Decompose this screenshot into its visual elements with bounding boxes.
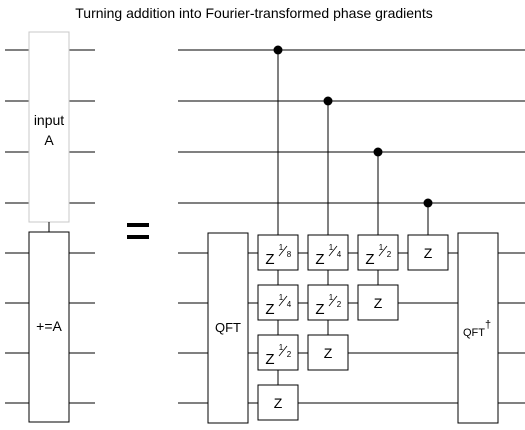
control-dot-4 [423, 198, 433, 208]
control-lines [277, 50, 429, 385]
svg-text:Z: Z [315, 251, 324, 268]
svg-text:1: 1 [279, 293, 284, 302]
svg-text:4: 4 [337, 250, 342, 259]
control-dot-2 [323, 96, 333, 106]
diagram-title: Turning addition into Fourier-transforme… [75, 5, 433, 21]
svg-text:4: 4 [287, 300, 292, 309]
svg-text:2: 2 [337, 300, 342, 309]
qft-label: QFT [215, 320, 241, 335]
control-dots [273, 45, 433, 208]
gate-z-col2: Z [307, 334, 349, 371]
gate-z-col4: Z [407, 234, 449, 271]
control-dot-1 [273, 45, 283, 55]
svg-text:Z: Z [274, 395, 283, 411]
dagger-symbol: † [485, 319, 491, 331]
svg-text:1: 1 [279, 343, 284, 352]
svg-text:Z: Z [315, 301, 324, 318]
adder-box [28, 231, 70, 423]
svg-text:1: 1 [279, 243, 284, 252]
gate-z-pow-1-2-col3: Z 1 2 [357, 234, 399, 271]
svg-text:2: 2 [387, 250, 392, 259]
gate-z-pow-1-2-col1: Z 1 2 [257, 334, 299, 371]
input-a-label-line1: input [34, 112, 64, 128]
qft-dagger-label: QFT [463, 327, 485, 339]
svg-text:1: 1 [329, 293, 334, 302]
equals-sign [127, 223, 149, 239]
qft-dagger-box [457, 232, 499, 424]
svg-text:Z: Z [365, 251, 374, 268]
svg-text:Z: Z [324, 345, 333, 361]
gate-z-pow-1-2-col2: Z 1 2 [307, 284, 349, 321]
svg-text:1: 1 [379, 243, 384, 252]
qft-box [207, 232, 249, 424]
svg-text:1: 1 [329, 243, 334, 252]
control-dot-3 [373, 147, 383, 157]
svg-text:Z: Z [424, 245, 433, 261]
svg-text:Z: Z [265, 351, 274, 368]
gate-z-col3: Z [357, 284, 399, 321]
gate-z-pow-1-8: Z 1 8 [257, 234, 299, 271]
input-a-label-line2: A [44, 132, 54, 148]
svg-text:2: 2 [287, 350, 292, 359]
adder-label: +=A [36, 318, 62, 334]
svg-text:Z: Z [265, 301, 274, 318]
svg-text:Z: Z [265, 251, 274, 268]
svg-text:8: 8 [287, 250, 292, 259]
gate-z-pow-1-4-col2: Z 1 4 [307, 234, 349, 271]
svg-text:Z: Z [374, 295, 383, 311]
gate-z-col1: Z [257, 384, 299, 421]
gate-z-pow-1-4-col1: Z 1 4 [257, 284, 299, 321]
